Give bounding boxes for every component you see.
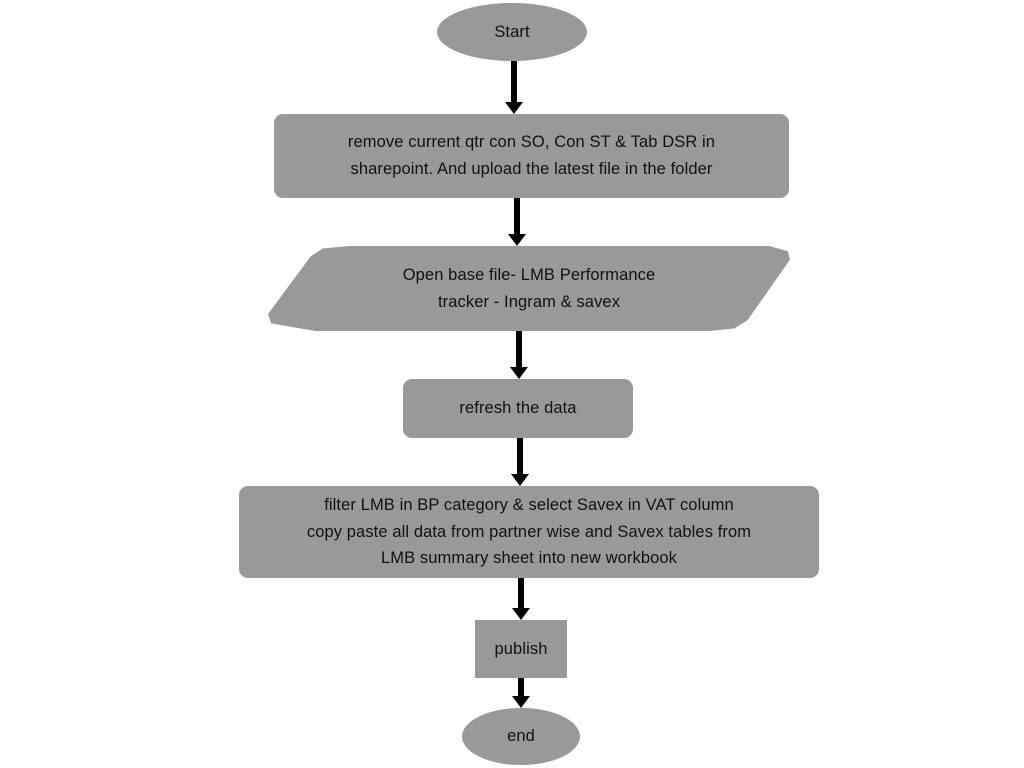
arrowhead-icon bbox=[508, 234, 526, 246]
arrowhead-icon bbox=[512, 608, 530, 620]
flow-node-label: end bbox=[507, 727, 535, 746]
flow-node-label: Start bbox=[494, 22, 530, 41]
arrowhead-icon bbox=[510, 367, 528, 379]
flow-node-refresh-data[interactable]: refresh the data bbox=[403, 379, 633, 438]
flow-node-remove-files[interactable]: remove current qtr con SO, Con ST & Tab … bbox=[274, 114, 789, 198]
flow-node-filter-copy-paste[interactable]: filter LMB in BP category & select Savex… bbox=[239, 486, 819, 578]
flow-node-end[interactable]: end bbox=[462, 708, 580, 765]
arrowhead-icon bbox=[511, 474, 529, 486]
connector-line bbox=[518, 678, 524, 697]
flow-node-label: filter LMB in BP category & select Savex… bbox=[306, 495, 752, 568]
parallelogram-body bbox=[268, 246, 790, 331]
connector-line bbox=[511, 61, 517, 103]
connector-line bbox=[518, 578, 524, 609]
flow-node-open-base-file[interactable]: Open base file- LMB Performance tracker … bbox=[268, 246, 790, 331]
flow-node-start[interactable]: Start bbox=[437, 3, 587, 61]
flow-node-label: publish bbox=[494, 639, 548, 658]
flow-node-label: refresh the data bbox=[459, 399, 577, 418]
flow-node-label: Open base file- LMB Performance tracker … bbox=[402, 265, 656, 311]
arrowhead-icon bbox=[512, 696, 530, 708]
connector-line bbox=[516, 331, 522, 368]
connector-line bbox=[514, 198, 520, 235]
connector-line bbox=[517, 438, 523, 475]
arrowhead-icon bbox=[505, 102, 523, 114]
flow-node-publish[interactable]: publish bbox=[475, 620, 567, 678]
flow-node-label: remove current qtr con SO, Con ST & Tab … bbox=[347, 133, 716, 178]
